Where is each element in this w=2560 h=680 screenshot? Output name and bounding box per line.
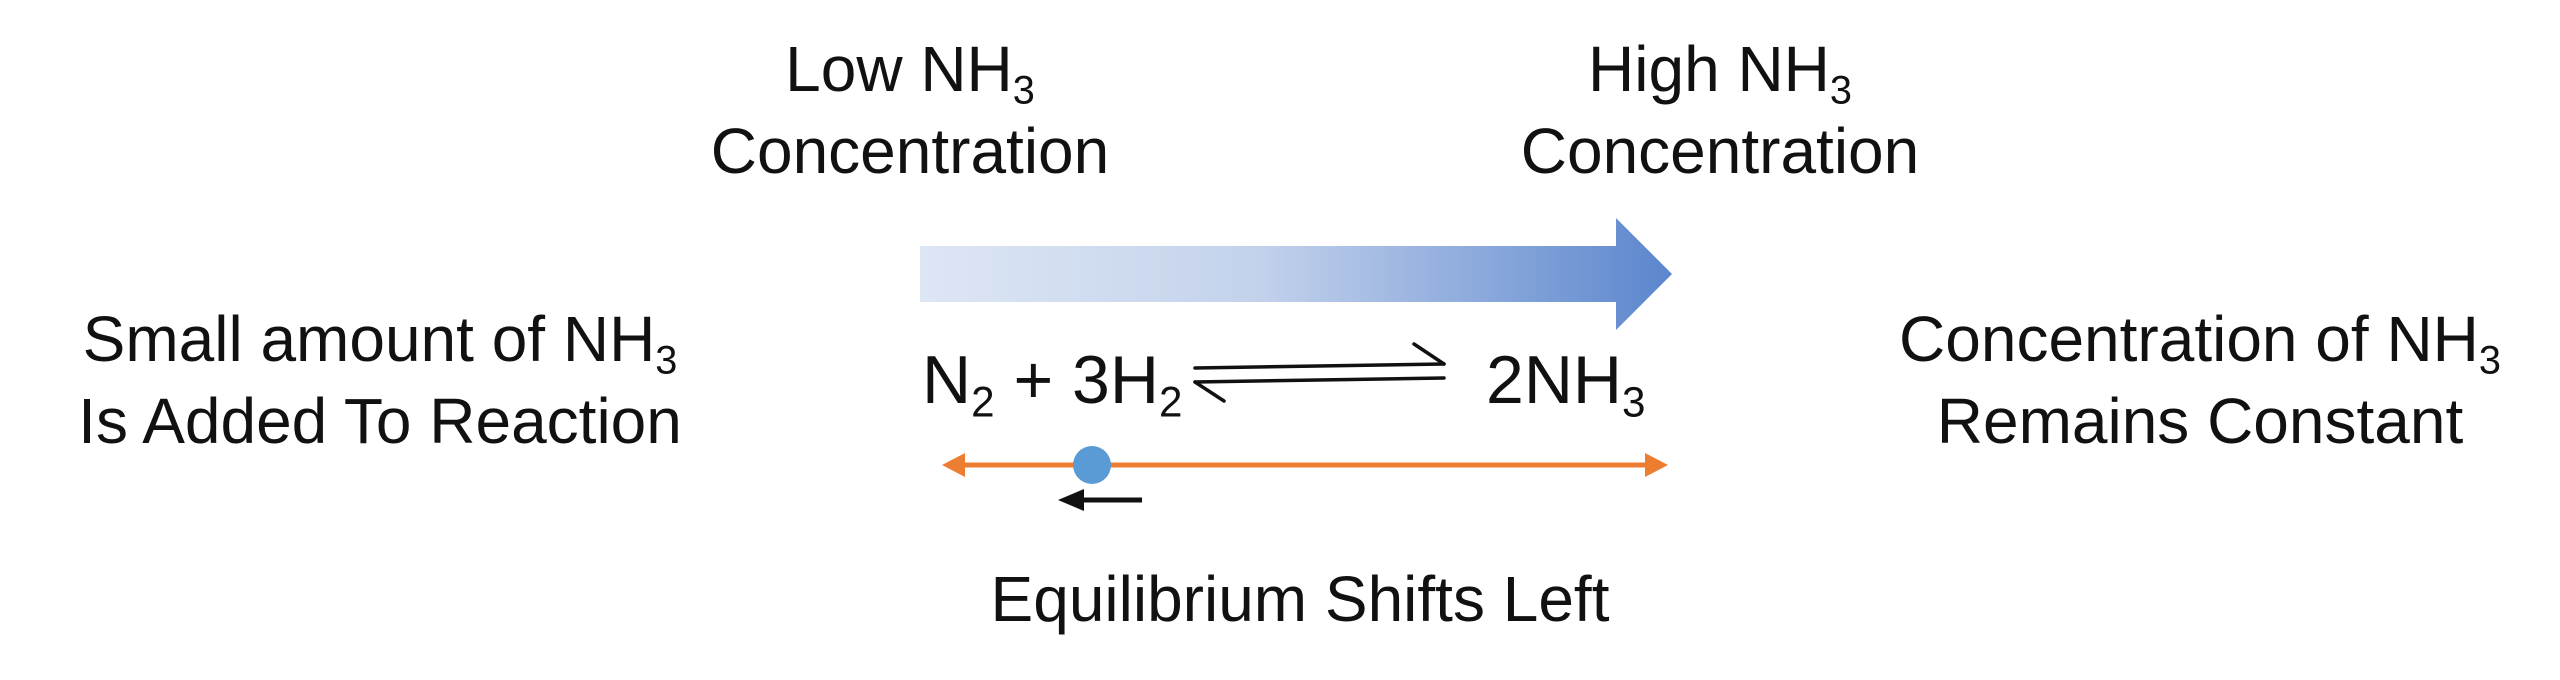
forward-harpoon-head: [1412, 342, 1446, 366]
equilibrium-arrows: [1193, 342, 1446, 403]
left-description-subscript: 3: [655, 338, 678, 383]
left-description-line1: Small amount of NH: [82, 303, 656, 375]
low-label-line1: Low NH: [785, 33, 1013, 105]
left-description-line2: Is Added To Reaction: [78, 385, 682, 457]
low-concentration-label: Low NH3 Concentration: [640, 28, 1180, 192]
equilibrium-position-line: [942, 453, 1668, 477]
high-concentration-label: High NH3 Concentration: [1440, 28, 2000, 192]
high-label-line2: Concentration: [1520, 115, 1920, 187]
shift-left-arrow: [1058, 489, 1142, 511]
high-label-line1: High NH: [1588, 33, 1830, 105]
equation-product: 2NH3: [1486, 340, 1646, 423]
high-label-subscript: 3: [1829, 68, 1852, 113]
right-description-subscript: 3: [2478, 338, 2501, 383]
concentration-gradient-arrow: [920, 218, 1672, 330]
equilibrium-marker-dot: [1073, 446, 1111, 484]
right-description-line1: Concentration of NH: [1899, 303, 2479, 375]
reverse-harpoon-shaft: [1193, 376, 1446, 384]
reverse-harpoon-head: [1193, 380, 1226, 403]
reactant-n: N: [922, 342, 972, 418]
product-text: 2NH: [1486, 342, 1623, 418]
low-label-subscript: 3: [1012, 68, 1035, 113]
reactant-n-subscript: 2: [971, 378, 995, 426]
right-description: Concentration of NH3 Remains Constant: [1850, 298, 2550, 462]
low-label-line2: Concentration: [710, 115, 1110, 187]
line-right-arrowhead: [1645, 453, 1668, 477]
reactant-plus-h: + 3H: [994, 342, 1159, 418]
equation-reactants: N2 + 3H2: [922, 340, 1182, 423]
reactant-h-subscript: 2: [1158, 378, 1183, 426]
right-description-line2: Remains Constant: [1936, 385, 2464, 457]
equilibrium-shift-label: Equilibrium Shifts Left: [990, 563, 1610, 635]
line-left-arrowhead: [942, 453, 965, 477]
product-subscript: 3: [1622, 378, 1646, 426]
left-description: Small amount of NH3 Is Added To Reaction: [20, 298, 740, 462]
forward-harpoon-shaft: [1193, 362, 1446, 370]
